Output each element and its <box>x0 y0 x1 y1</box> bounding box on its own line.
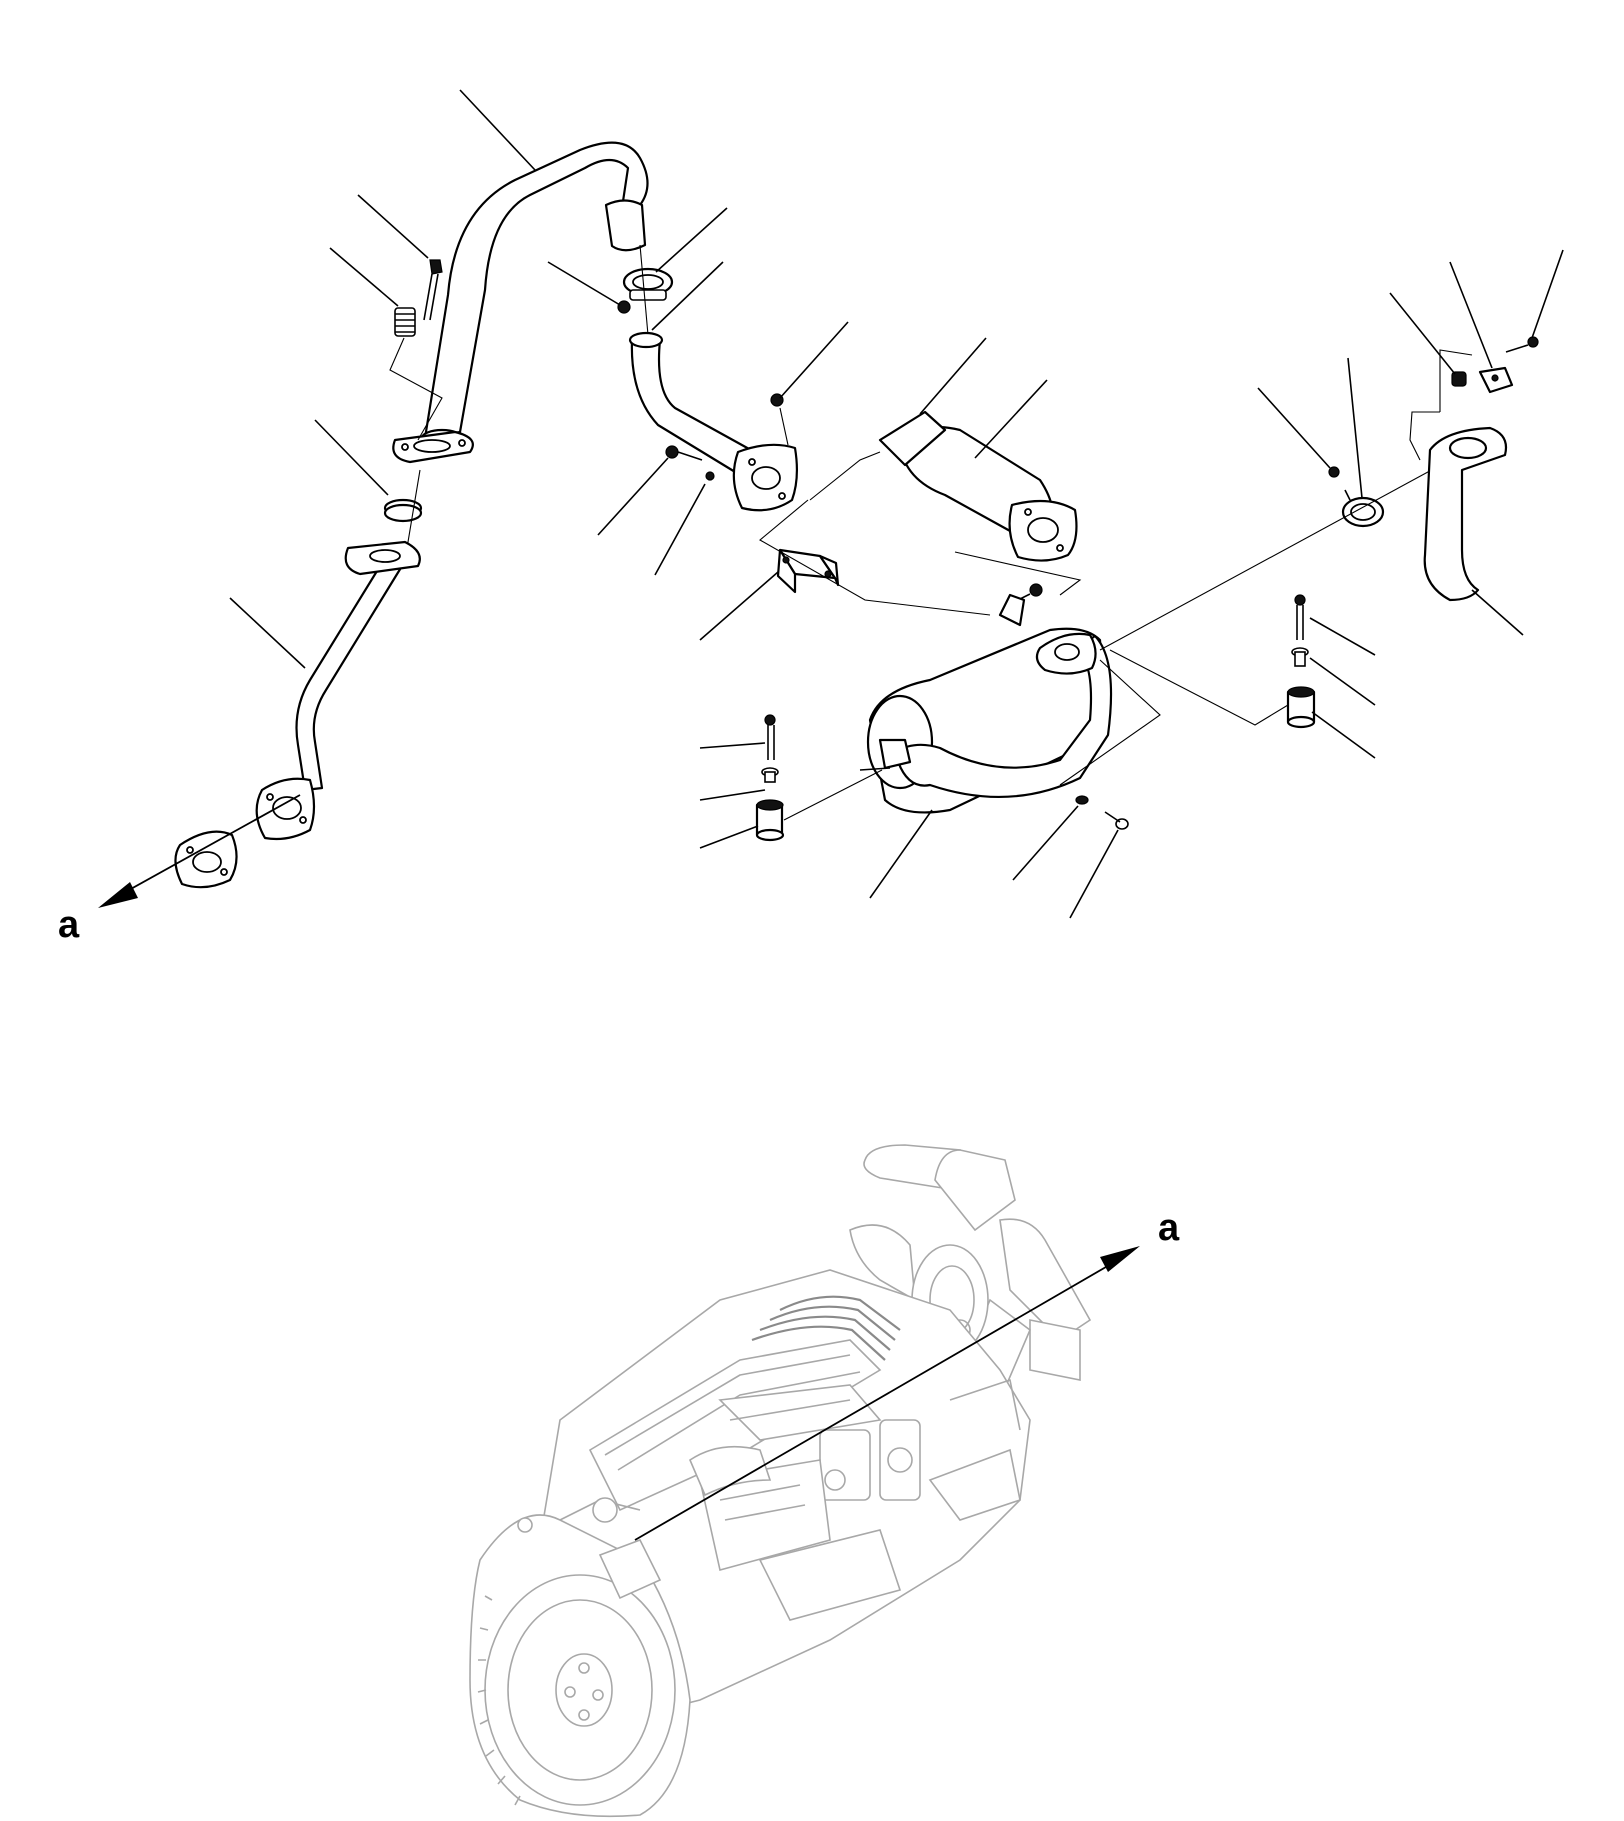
down-pipe-bolt <box>665 445 703 461</box>
left-mount-bolt <box>764 714 776 760</box>
pipe-lower-flange <box>255 777 316 841</box>
muffler-washer <box>1075 795 1089 805</box>
tail-bolt <box>1505 336 1539 353</box>
tail-spacer <box>1451 371 1467 387</box>
tail-clamp <box>1341 489 1385 528</box>
reference-label-top: a <box>58 904 80 946</box>
engine-location-view <box>469 1144 1092 1818</box>
clamp-nut <box>617 300 631 314</box>
tail-bracket <box>1478 366 1514 394</box>
mounting-bracket <box>776 548 840 594</box>
reference-arrow-engine <box>634 1246 1140 1541</box>
front-exhaust-pipe <box>295 540 421 792</box>
flange-spring <box>394 307 416 337</box>
gasket-ring <box>383 498 423 523</box>
left-rubber-mount <box>755 799 785 842</box>
right-mount-bolt <box>1294 594 1306 640</box>
muffler-bolt <box>1104 811 1129 830</box>
callout-leaders <box>229 89 1564 919</box>
flange-top-bolt <box>770 393 789 446</box>
left-mount-washer <box>761 767 779 783</box>
tail-pipe <box>1423 426 1508 602</box>
flange-bolt <box>423 259 443 321</box>
catalyst-bolt <box>1017 583 1043 601</box>
upper-pipe-flange <box>392 430 474 464</box>
pipe-clamp <box>622 267 674 301</box>
right-rubber-mount <box>1286 686 1316 729</box>
right-mount-washer <box>1291 647 1309 667</box>
upper-exhaust-pipe <box>420 141 649 448</box>
turbo-gasket <box>174 830 238 889</box>
tail-clamp-nut <box>1328 466 1340 478</box>
catalytic-converter <box>878 410 1078 562</box>
muffler <box>859 593 1113 814</box>
down-pipe-washer <box>705 471 715 481</box>
down-pipe-flange <box>732 443 799 512</box>
reference-arrow-top <box>98 794 301 908</box>
reference-label-engine: a <box>1158 1207 1180 1249</box>
